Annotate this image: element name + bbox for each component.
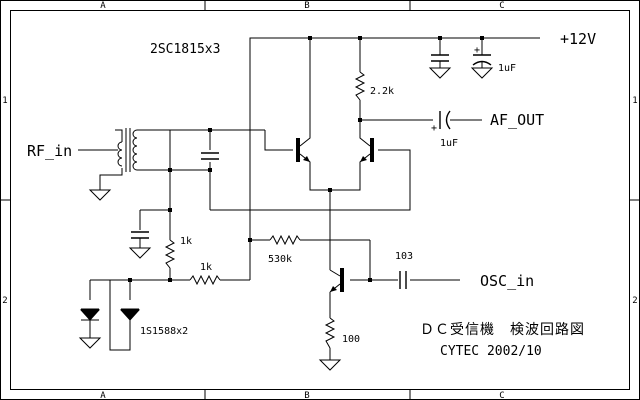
capacitor-supply-bypass	[431, 54, 449, 68]
resistor-100-label: 100	[342, 334, 360, 345]
resistor-1k-horizontal-label: 1k	[200, 262, 212, 273]
schematic-title: ＤＣ受信機 検波回路図	[420, 322, 585, 338]
grid-col-c-top: C	[499, 1, 504, 11]
junction-dots	[128, 36, 484, 282]
ground-supply-electrolytic	[470, 67, 494, 79]
rf-transformer	[117, 128, 138, 172]
rf-in-label: RF_in	[27, 142, 72, 160]
supply-capacitor-label: 1uF	[498, 63, 516, 74]
supply-voltage-label: +12V	[560, 30, 596, 48]
schematic-credit: CYTEC 2002/10	[440, 344, 542, 359]
grid-col-b-top: B	[304, 1, 309, 11]
transistor-q3	[329, 268, 344, 293]
capacitor-103-label: 103	[395, 251, 413, 262]
transistor-q2	[359, 132, 374, 168]
capacitor-103	[399, 271, 407, 289]
af-capacitor-label: 1uF	[440, 138, 458, 149]
ground-rf	[88, 189, 112, 201]
resistor-1k-vertical-label: 1k	[180, 236, 192, 247]
capacitor-supply-electrolytic	[472, 54, 492, 68]
capacitor-tuning	[201, 152, 219, 160]
grid-col-c-bottom: C	[499, 391, 504, 400]
af-capacitor-plus-sign: +	[431, 123, 437, 134]
diode-d1	[79, 308, 101, 321]
grid-row-2-left: 2	[2, 296, 7, 306]
resistor-1k-horizontal	[189, 274, 221, 286]
grid-row-1-left: 1	[2, 96, 7, 106]
resistor-530k-label: 530k	[268, 254, 292, 265]
ground-diode	[78, 337, 102, 349]
capacitor-af-output	[439, 110, 451, 130]
grid-col-a-bottom: A	[100, 391, 106, 400]
resistor-100	[324, 317, 336, 349]
grid-col-a-top: A	[100, 1, 106, 11]
ground-emitter	[318, 359, 342, 371]
transistor-type-label: 2SC1815x3	[150, 42, 220, 57]
wires	[78, 37, 540, 360]
resistor-2k2	[354, 71, 366, 101]
grid-row-2-right: 2	[632, 296, 637, 306]
transistor-q1	[296, 132, 311, 168]
af-out-label: AF_OUT	[490, 111, 544, 129]
ground-bias-cap	[128, 247, 152, 259]
capacitor-bias-decoupling	[131, 231, 149, 248]
electrolytic-plus-sign: +	[474, 45, 480, 56]
resistor-530k	[269, 234, 301, 246]
diode-type-label: 1S1588x2	[140, 326, 188, 337]
grid-col-b-bottom: B	[304, 391, 309, 400]
resistor-2k2-label: 2.2k	[370, 86, 394, 97]
resistor-1k-vertical	[164, 239, 176, 269]
grid-row-1-right: 1	[632, 96, 637, 106]
ground-supply-bypass	[428, 67, 452, 79]
osc-in-label: OSC_in	[480, 272, 534, 290]
diode-d2	[119, 308, 141, 321]
